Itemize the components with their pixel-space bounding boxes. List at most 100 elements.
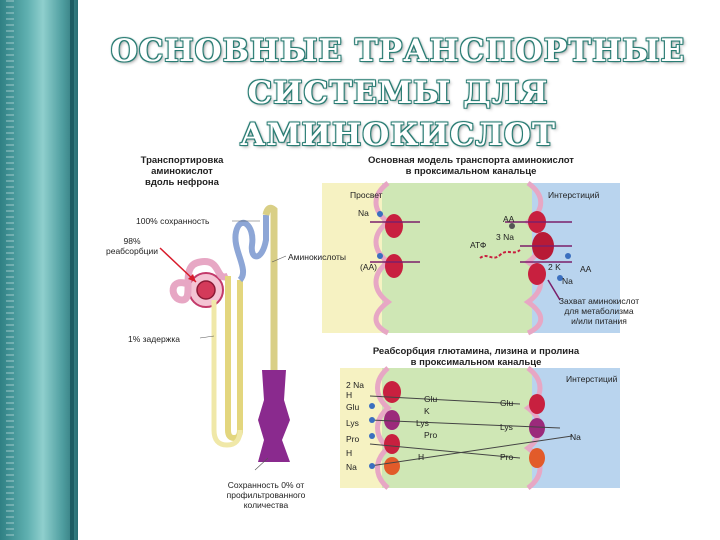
lys-transporter xyxy=(384,410,400,430)
glu-cotransporter xyxy=(383,381,401,403)
arrow-na-2 xyxy=(369,435,573,467)
bottom-line1: Сохранность 0% от xyxy=(227,480,305,490)
arrow-capture xyxy=(547,279,561,301)
arrow-lys xyxy=(369,419,561,429)
capture-line2: для метаболизма xyxy=(564,306,634,316)
mid-label-glu: Glu xyxy=(424,394,438,404)
reabs-title-line2: в проксимальном канальце xyxy=(410,357,542,368)
arrow-glu xyxy=(369,395,521,405)
arrow-pro xyxy=(369,443,521,459)
label-na-in: Na xyxy=(358,208,369,218)
cell-area xyxy=(382,183,532,333)
right-label-lys: Lys xyxy=(500,422,513,432)
label-interstitium: Интерстиций xyxy=(548,190,600,200)
label-1-percent: 1% задержка xyxy=(128,334,181,344)
leader-1 xyxy=(199,335,215,339)
basolateral-aa-transporter-2 xyxy=(528,263,546,285)
pro-exit xyxy=(529,448,545,468)
dot-na xyxy=(369,463,375,469)
collecting-duct xyxy=(262,204,278,462)
label-zero-retention: Сохранность 0% от профильтрованного коли… xyxy=(206,480,326,510)
label-amino-acids: Аминокислоты xyxy=(288,252,346,262)
label-capture: Захват аминокислот для метаболизма и/или… xyxy=(540,296,658,326)
capture-line3: и/или питания xyxy=(571,316,627,326)
left-label-pro: Pro xyxy=(346,434,360,444)
left-label-h2: H xyxy=(346,448,353,458)
label-two-k: 2 K xyxy=(548,262,561,272)
ion-aa-1 xyxy=(377,253,383,259)
right-label-na: Na xyxy=(570,432,581,442)
label-lumen: Просвет xyxy=(350,190,383,200)
label-98-text: реабсорбции xyxy=(106,246,158,256)
label-atp: АТФ xyxy=(470,240,487,250)
right-label-pro: Pro xyxy=(500,452,514,462)
proximal-title-line2: в проксимальном канальце xyxy=(405,166,537,177)
capture-line1: Захват аминокислот xyxy=(558,296,640,306)
label-98-value: 98% xyxy=(123,236,141,246)
pro-transporter xyxy=(384,434,400,454)
label-aa-right: АА xyxy=(580,264,592,274)
ion-na-1 xyxy=(377,211,383,217)
mid-label-h: H xyxy=(418,452,425,462)
dot-pro xyxy=(369,433,375,439)
right-label-glu: Glu xyxy=(500,398,514,408)
ion-na-2 xyxy=(557,275,563,281)
reabsorption-arrow-head xyxy=(188,274,196,282)
label-100-percent: 100% сохранность xyxy=(136,216,210,226)
reabsorption-panel-title: Реабсорбция глютамина, лизина и пролина … xyxy=(336,346,616,368)
title-line-1: ОСНОВНЫЕ ТРАНСПОРТНЫЕ xyxy=(110,33,686,69)
apical-na-aa-cotransporter-1 xyxy=(385,214,403,238)
interstitium-area-2 xyxy=(532,368,620,488)
title-line-2: СИСТЕМЫ ДЛЯ АМИНОКИСЛОТ xyxy=(240,75,556,153)
bottom-line3: количества xyxy=(243,500,289,510)
proximal-tubule xyxy=(169,258,230,304)
nephron-panel-title: Транспортировка аминокислот вдоль нефрон… xyxy=(112,155,252,188)
distal-tubule xyxy=(232,215,269,283)
reabs-title-line1: Реабсорбция глютамина, лизина и пролина xyxy=(372,346,580,357)
label-aa-out: АА xyxy=(503,214,515,224)
label-aa-lumen: (АА) xyxy=(360,262,377,272)
proximal-panel-title: Основная модель транспорта аминокислот в… xyxy=(336,155,606,177)
leader-amino xyxy=(271,255,287,263)
nephron-diagram xyxy=(159,204,290,471)
decorative-left-band xyxy=(0,0,78,540)
descending-limb xyxy=(225,276,243,442)
label-three-na: 3 Na xyxy=(496,232,514,242)
band-stripe xyxy=(6,0,14,540)
collecting-duct-purple xyxy=(258,370,290,462)
loop-of-henle xyxy=(211,300,243,448)
label-na-right: Na xyxy=(562,276,573,286)
left-label-na: Na xyxy=(346,462,357,472)
slide-title: ОСНОВНЫЕ ТРАНСПОРТНЫЕ СИСТЕМЫ ДЛЯ АМИНОК… xyxy=(88,30,708,156)
atp-hydrolysis xyxy=(479,249,521,259)
reabsorption-arrow xyxy=(159,247,197,283)
glomerulus-capillaries xyxy=(196,280,216,300)
left-label-2na: 2 Na xyxy=(346,380,364,390)
lumen-area xyxy=(322,183,382,333)
nephron-title-line2: вдоль нефрона xyxy=(145,177,219,188)
h-exchanger xyxy=(384,457,400,475)
dot-lys xyxy=(369,417,375,423)
proximal-cell-diagram xyxy=(322,180,620,336)
lys-exit xyxy=(529,418,545,438)
left-label-h: H xyxy=(346,390,353,400)
proximal-title-line1: Основная модель транспорта аминокислот xyxy=(368,155,574,166)
ion-k-1 xyxy=(565,253,571,259)
dot-glu xyxy=(369,403,375,409)
cell-area-2 xyxy=(382,368,532,488)
label-98-percent: 98% реабсорбции xyxy=(104,236,160,256)
mid-label-lys: Lys xyxy=(416,418,429,428)
mid-label-pro: Pro xyxy=(424,430,438,440)
reabsorption-diagram xyxy=(340,366,620,490)
left-label-lys: Lys xyxy=(346,418,359,428)
nephron-title-line1: Транспортировка аминокислот xyxy=(140,155,224,177)
band-edge-line xyxy=(70,0,74,540)
label-interstitium-2: Интерстиций xyxy=(566,374,618,384)
mid-label-k: K xyxy=(424,406,430,416)
left-label-glu: Glu xyxy=(346,402,360,412)
leader-bottom xyxy=(254,457,269,471)
ion-aa-out xyxy=(509,223,515,229)
apical-na-aa-cotransporter-2 xyxy=(385,254,403,278)
apical-membrane-2 xyxy=(375,366,392,490)
